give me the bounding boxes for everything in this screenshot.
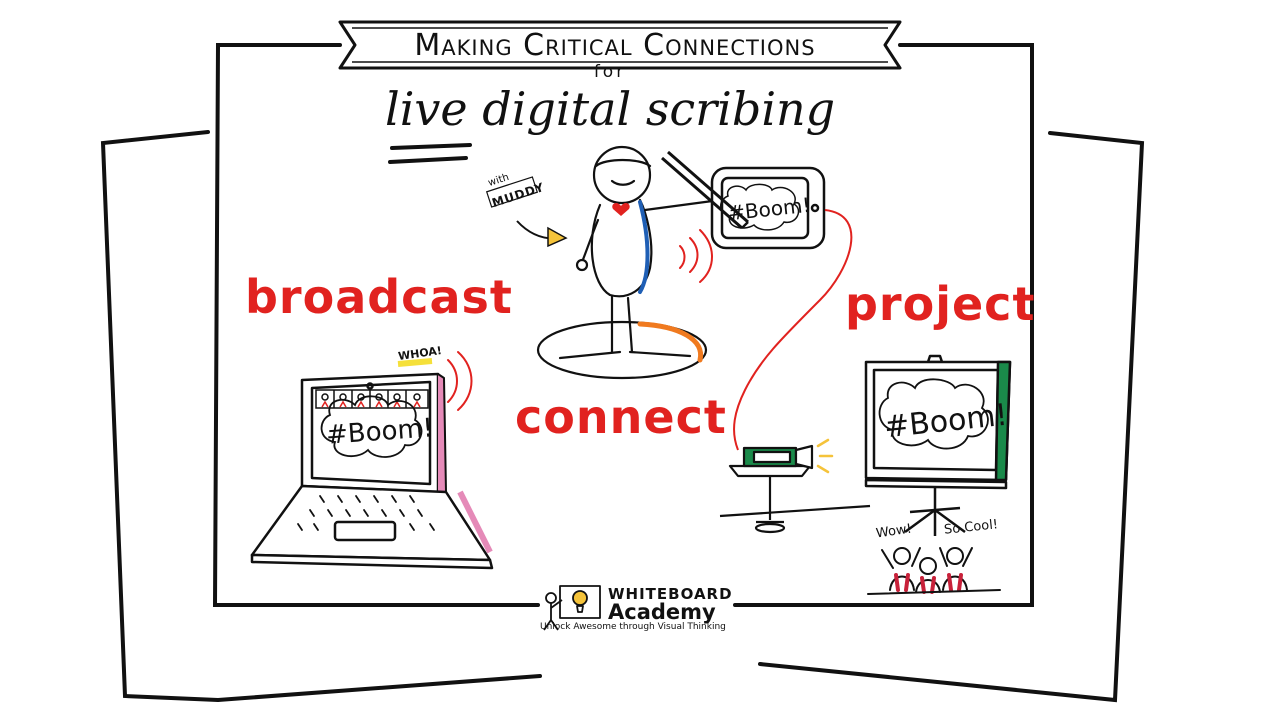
projector-icon bbox=[719, 444, 871, 534]
main-paper-frame bbox=[212, 43, 1034, 607]
muddy-tag-box bbox=[485, 176, 539, 208]
laptop-icon bbox=[250, 372, 494, 570]
banner-title: Making Critical Connections bbox=[414, 28, 816, 63]
heart-icon bbox=[612, 202, 630, 216]
logo-tagline: Unlock Awesome through Visual Thinking bbox=[540, 622, 726, 632]
back-paper-left bbox=[100, 130, 542, 702]
laptop-boom-cloud bbox=[320, 395, 423, 458]
projector-light-rays bbox=[816, 438, 834, 474]
stick-figure-icon bbox=[536, 145, 722, 380]
lightbulb-icon bbox=[543, 585, 601, 631]
projection-screen-icon bbox=[864, 354, 1012, 536]
whoa-highlight bbox=[397, 358, 433, 367]
cable-line bbox=[733, 209, 853, 451]
screen-boom-cloud bbox=[878, 378, 989, 450]
subtitle-underline bbox=[388, 143, 472, 164]
laptop-signal-waves bbox=[447, 351, 473, 411]
banner-for-label: for bbox=[593, 62, 627, 82]
laptop-keys bbox=[297, 495, 435, 531]
logo-line-1: WHITEBOARD bbox=[608, 585, 733, 603]
broadcast-label: broadcast bbox=[245, 270, 513, 324]
back-paper-right bbox=[758, 131, 1145, 703]
audience-icon bbox=[867, 547, 1001, 595]
logo-line-2: Academy bbox=[608, 600, 716, 624]
arrow-to-figure bbox=[516, 220, 568, 248]
connect-label: connect bbox=[515, 390, 727, 444]
tablet-boom-cloud bbox=[720, 183, 800, 231]
tablet-signal-waves bbox=[679, 229, 713, 283]
title-banner bbox=[338, 20, 902, 70]
project-label: project bbox=[845, 277, 1036, 331]
page-subtitle: live digital scribing bbox=[385, 82, 836, 136]
